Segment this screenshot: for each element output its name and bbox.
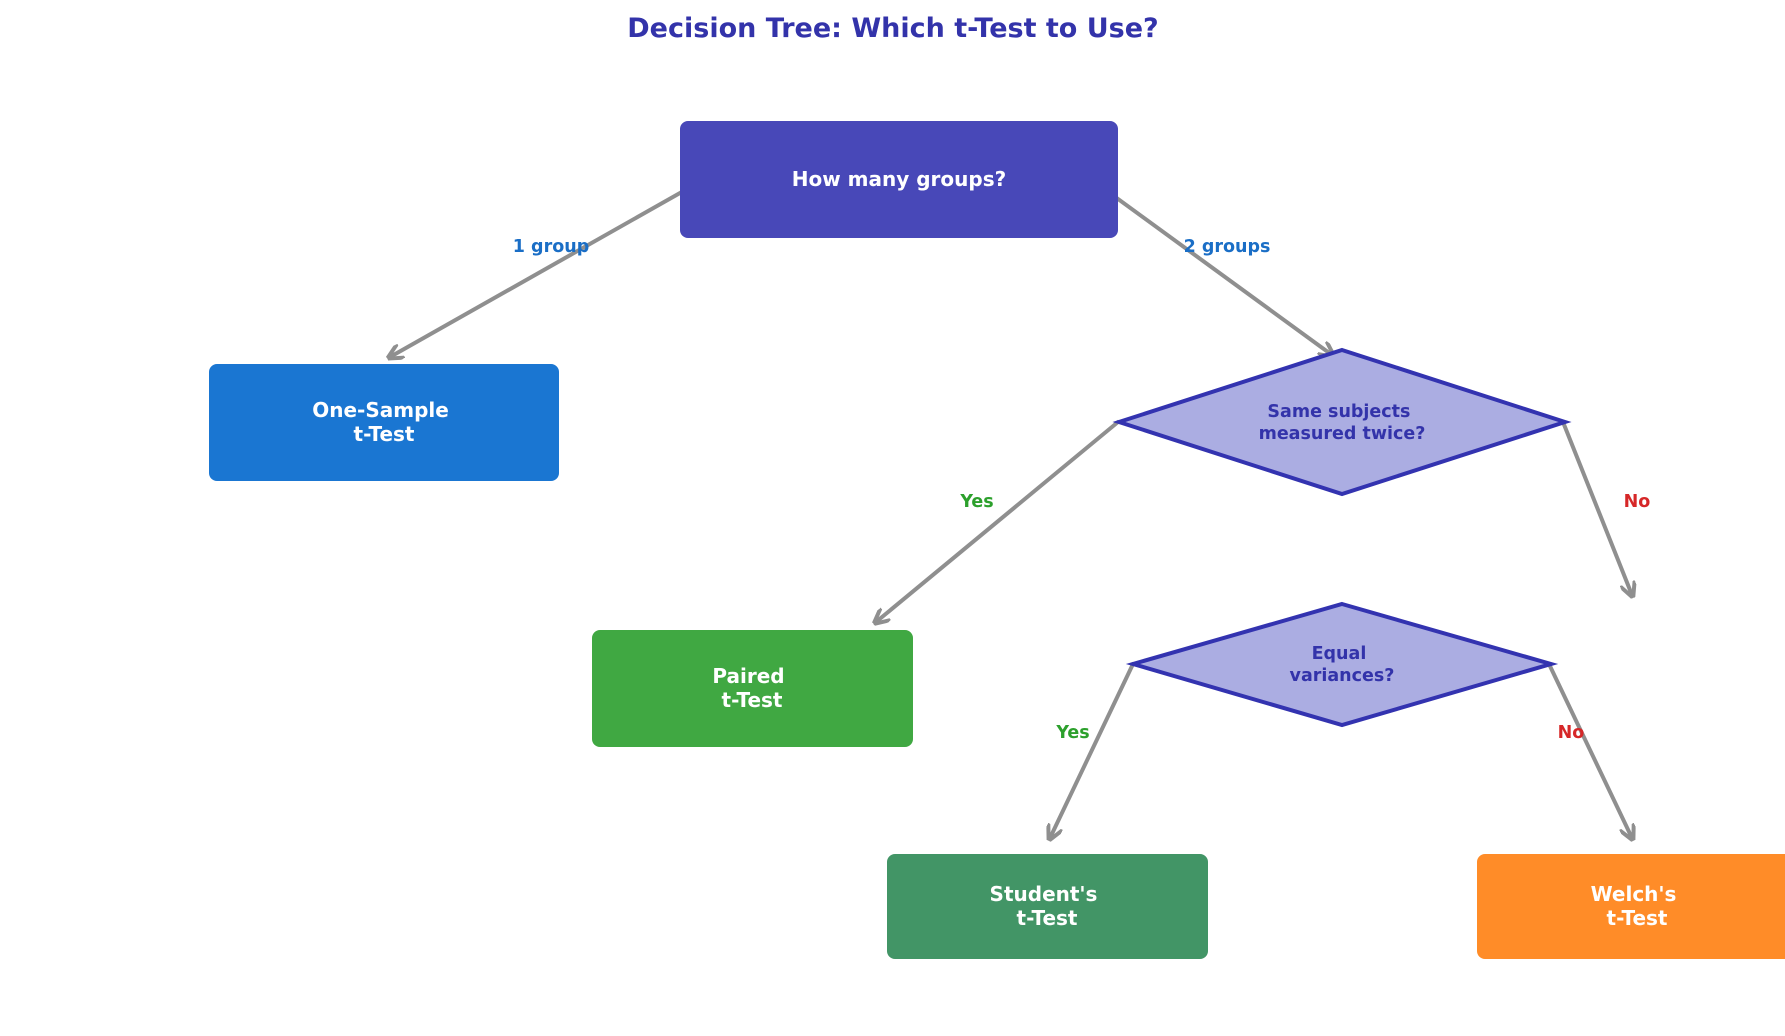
node-equal-variances: Equal variances? [1125,601,1559,728]
edge-one-group-line [390,178,705,357]
node-equal-variances-line-1: Equal [1312,644,1367,664]
node-equal-variances-line-2: variances? [1290,666,1395,686]
node-paired-line-2: t-Test [722,688,783,712]
node-paired: Paired t-Test [592,630,913,747]
svg-text:Equal variances?: Equal variances? [1290,644,1395,686]
node-students-line-2: t-Test [1017,906,1078,930]
node-same-subjects-line-1: Same subjects [1267,402,1410,422]
svg-text:Same subjects measured t: Same subjects measured twice? [1259,402,1426,444]
edge-yes-paired-line [876,420,1120,622]
edge-label-no-welch: No [1558,723,1585,743]
diagram-title: Decision Tree: Which t-Test to Use? [627,13,1158,44]
svg-text:Paired t-Test: Paired t-Test [712,664,791,712]
node-one-sample-line-1: One-Sample [312,398,449,422]
edge-label-one-group: 1 group [513,237,589,257]
svg-text:How many groups?: How many groups? [792,167,1006,191]
node-welch: Welch's t-Test [1477,854,1785,959]
node-students-line-1: Student's [990,882,1098,906]
node-one-sample: One-Sample t-Test [209,364,559,481]
edge-label-no-variances: No [1624,492,1651,512]
svg-text:Student's t-Test: Student's t-Test [990,882,1105,930]
edge-label-yes-students: Yes [1055,723,1089,743]
edge-yes-students-line [1050,662,1135,838]
edge-label-two-groups: 2 groups [1184,237,1271,257]
edge-no-variances-line [1561,420,1632,595]
node-paired-line-1: Paired [712,664,784,688]
svg-text:One-Sample t-Test: One-Sample t-Test [312,398,456,446]
node-welch-line-2: t-Test [1607,906,1668,930]
node-students: Student's t-Test [887,854,1208,959]
edge-label-yes-paired: Yes [959,492,993,512]
edge-no-welch-line [1547,662,1632,838]
node-one-sample-line-2: t-Test [354,422,415,446]
edge-two-groups-line [1090,178,1332,355]
node-same-subjects: Same subjects measured twice? [1112,347,1572,497]
node-same-subjects-line-2: measured twice? [1259,424,1426,444]
node-root-line-1: How many groups? [792,167,1006,191]
node-root: How many groups? [680,121,1118,238]
node-welch-line-1: Welch's [1591,882,1677,906]
svg-text:Welch's t-Test: Welch's t-Test [1591,882,1684,930]
